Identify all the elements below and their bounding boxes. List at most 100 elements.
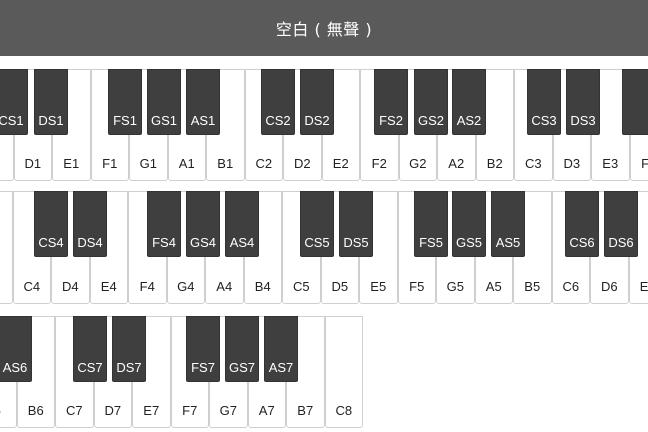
white-key-label: A4 bbox=[216, 279, 233, 294]
black-key[interactable]: CS1 bbox=[0, 69, 28, 135]
white-key-label: C6 bbox=[562, 279, 580, 294]
keyboard-row-2: 3C4D4E4F4G4A4B4C5D5E5F5G5A5B5C6D6E6CS4DS… bbox=[0, 191, 648, 304]
black-key-label: FS4 bbox=[152, 235, 176, 250]
white-key-label: 6 bbox=[0, 403, 16, 418]
black-key[interactable]: CS3 bbox=[527, 69, 561, 135]
page-title: 空白 ( 無聲 ) bbox=[275, 20, 373, 39]
black-key[interactable]: CS6 bbox=[565, 191, 599, 257]
white-key-label: B1 bbox=[217, 156, 234, 171]
black-key-label: CS5 bbox=[304, 235, 330, 250]
black-key-label: FS1 bbox=[113, 113, 137, 128]
black-key-label: AS5 bbox=[495, 235, 521, 250]
white-key-label: E1 bbox=[63, 156, 80, 171]
black-key[interactable] bbox=[622, 69, 648, 135]
white-key-label: A1 bbox=[178, 156, 195, 171]
black-key-label: FS2 bbox=[379, 113, 403, 128]
black-key[interactable]: CS5 bbox=[300, 191, 334, 257]
white-key-label: A2 bbox=[448, 156, 465, 171]
black-key-label: FS5 bbox=[419, 235, 443, 250]
black-key-label: CS3 bbox=[531, 113, 557, 128]
white-key-label: E7 bbox=[143, 403, 160, 418]
black-key[interactable]: DS1 bbox=[34, 69, 68, 135]
black-key[interactable]: DS4 bbox=[73, 191, 107, 257]
black-key[interactable]: DS7 bbox=[112, 316, 146, 382]
black-key-label: CS7 bbox=[77, 360, 103, 375]
black-key-label: AS1 bbox=[190, 113, 216, 128]
black-key-label: GS1 bbox=[150, 113, 177, 128]
black-key[interactable]: AS4 bbox=[225, 191, 259, 257]
white-key-label: D2 bbox=[293, 156, 311, 171]
black-key[interactable]: DS6 bbox=[604, 191, 638, 257]
black-key[interactable]: GS7 bbox=[225, 316, 259, 382]
white-key-label: C2 bbox=[255, 156, 273, 171]
white-key-label: F5 bbox=[409, 279, 425, 294]
white-key-label: G4 bbox=[177, 279, 195, 294]
black-key[interactable]: DS3 bbox=[566, 69, 600, 135]
black-key[interactable]: AS5 bbox=[491, 191, 525, 257]
white-key-label: G2 bbox=[409, 156, 427, 171]
white-key-label: D1 bbox=[24, 156, 42, 171]
black-key-label: AS6 bbox=[2, 360, 28, 375]
white-key-label: C4 bbox=[23, 279, 41, 294]
black-key-label: DS6 bbox=[608, 235, 634, 250]
black-key[interactable]: AS2 bbox=[452, 69, 486, 135]
black-key[interactable]: GS4 bbox=[186, 191, 220, 257]
white-key-label: F2 bbox=[371, 156, 387, 171]
black-key-label: CS1 bbox=[0, 113, 24, 128]
black-key[interactable]: FS7 bbox=[186, 316, 220, 382]
black-key-label: GS5 bbox=[455, 235, 482, 250]
black-key[interactable]: AS6 bbox=[0, 316, 32, 382]
black-key[interactable]: CS4 bbox=[34, 191, 68, 257]
white-key-label: E6 bbox=[639, 279, 648, 294]
black-key-label: AS4 bbox=[229, 235, 255, 250]
black-key-label: CS2 bbox=[265, 113, 291, 128]
black-key-label: DS3 bbox=[570, 113, 596, 128]
black-key-label: AS7 bbox=[268, 360, 294, 375]
black-key-label: DS1 bbox=[38, 113, 64, 128]
white-key-label: C3 bbox=[524, 156, 542, 171]
black-key[interactable]: FS4 bbox=[147, 191, 181, 257]
white-key-label: A5 bbox=[485, 279, 502, 294]
black-key[interactable]: GS5 bbox=[452, 191, 486, 257]
white-key[interactable]: C8 bbox=[324, 316, 363, 428]
white-key-label: D6 bbox=[600, 279, 618, 294]
white-key-label: C5 bbox=[292, 279, 310, 294]
black-key[interactable]: AS1 bbox=[186, 69, 220, 135]
white-key-label: F4 bbox=[139, 279, 155, 294]
white-key-label: F1 bbox=[102, 156, 118, 171]
black-key[interactable]: AS7 bbox=[264, 316, 298, 382]
white-key-label: G5 bbox=[446, 279, 464, 294]
white-key[interactable]: 3 bbox=[0, 191, 13, 304]
black-key[interactable]: DS2 bbox=[300, 69, 334, 135]
black-key-label: CS4 bbox=[38, 235, 64, 250]
white-key-label: C7 bbox=[65, 403, 83, 418]
black-key[interactable]: CS2 bbox=[261, 69, 295, 135]
white-key-label: F7 bbox=[182, 403, 198, 418]
white-key-label: A7 bbox=[258, 403, 275, 418]
white-key-label: D4 bbox=[61, 279, 79, 294]
black-key-label: CS6 bbox=[569, 235, 595, 250]
black-key-label: DS2 bbox=[304, 113, 330, 128]
black-key[interactable]: FS2 bbox=[374, 69, 408, 135]
black-key-label: GS4 bbox=[189, 235, 216, 250]
black-key-label: GS7 bbox=[228, 360, 255, 375]
black-key[interactable]: FS5 bbox=[414, 191, 448, 257]
black-key-label: GS2 bbox=[417, 113, 444, 128]
black-key-label: FS7 bbox=[191, 360, 215, 375]
white-key-label: E4 bbox=[100, 279, 117, 294]
black-key[interactable]: GS1 bbox=[147, 69, 181, 135]
white-key-label: E3 bbox=[602, 156, 619, 171]
white-key-label: G7 bbox=[219, 403, 237, 418]
black-key-label: DS4 bbox=[77, 235, 103, 250]
black-key-label: DS5 bbox=[343, 235, 369, 250]
white-key-label: B7 bbox=[297, 403, 314, 418]
header-bar: 空白 ( 無聲 ) bbox=[0, 0, 648, 56]
black-key[interactable]: DS5 bbox=[339, 191, 373, 257]
white-key-label: B4 bbox=[254, 279, 271, 294]
black-key[interactable]: FS1 bbox=[108, 69, 142, 135]
white-key-label: B5 bbox=[524, 279, 541, 294]
black-key[interactable]: GS2 bbox=[414, 69, 448, 135]
white-key-label: D5 bbox=[331, 279, 349, 294]
black-key[interactable]: CS7 bbox=[73, 316, 107, 382]
black-key-label: DS7 bbox=[116, 360, 142, 375]
